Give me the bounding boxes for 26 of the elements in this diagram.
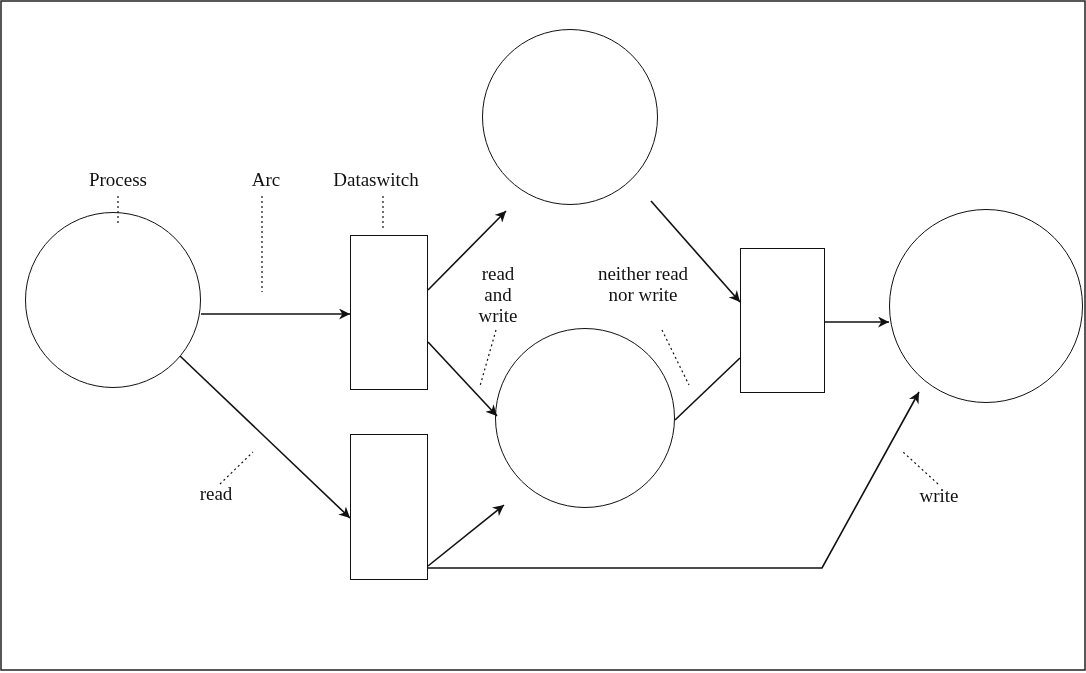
annotation-label: read [184, 484, 248, 508]
arc-arrow [650, 200, 741, 303]
leader-line [382, 195, 384, 229]
leader-line [902, 451, 939, 485]
leader-line [219, 451, 254, 485]
arc-arrow [427, 391, 920, 569]
annotation-label: Process [68, 170, 168, 194]
annotation-label: Dataswitch [296, 170, 456, 194]
arc-arrow [824, 316, 890, 328]
arc-arrow [427, 341, 498, 417]
leader-line [479, 329, 497, 387]
leader-line [117, 195, 119, 225]
leader-line [661, 329, 690, 386]
arc-line [674, 357, 741, 421]
arc-arrow [427, 504, 505, 567]
transition-rect [350, 235, 428, 390]
arc-arrow [200, 308, 351, 320]
leader-line [261, 195, 263, 293]
arc-arrow [179, 355, 351, 519]
transition-rect [740, 248, 825, 393]
annotation-label: Arc [238, 170, 294, 194]
annotation-label: neither read nor write [596, 264, 690, 330]
annotation-label: write [906, 486, 972, 510]
arc-arrow [427, 210, 507, 291]
annotation-label: read and write [470, 264, 526, 330]
transition-rect [350, 434, 428, 580]
